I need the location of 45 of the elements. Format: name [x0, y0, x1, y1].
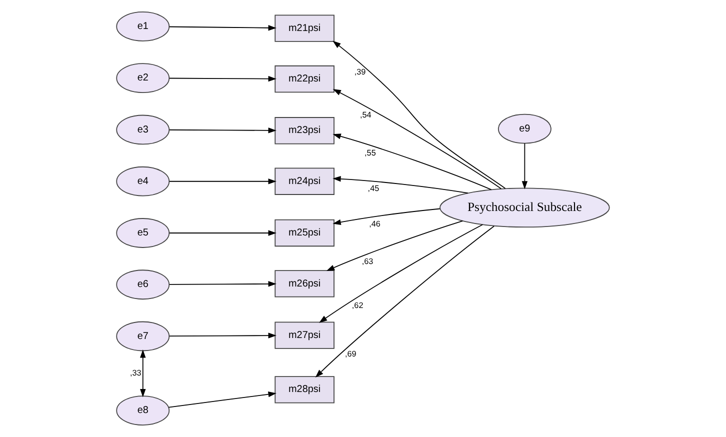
- node-box: m27psi: [274, 322, 334, 349]
- edge-label: ,33: [130, 368, 142, 378]
- node-ellipse: e9: [498, 114, 552, 144]
- edge-label: ,69: [345, 350, 356, 359]
- arrow: [169, 76, 276, 82]
- edge-label: ,54: [360, 110, 372, 120]
- node-ellipse: e5: [116, 218, 170, 248]
- arrow: [169, 178, 276, 184]
- edge-label: ,63: [362, 257, 374, 266]
- arrow: [332, 176, 468, 194]
- arrow: [169, 230, 276, 236]
- arrow: [326, 220, 464, 271]
- arrow: [169, 332, 276, 338]
- node-ellipse: e1: [116, 12, 170, 42]
- arrow: [169, 25, 276, 31]
- node-ellipse: Psychosocial Subscale: [440, 188, 610, 228]
- arrow: [319, 224, 484, 323]
- arrow: [332, 134, 492, 190]
- node-ellipse: e7: [116, 321, 170, 352]
- arrow: [140, 350, 146, 398]
- arrow: [332, 89, 502, 190]
- node-box: m28psi: [274, 376, 334, 404]
- arrow: [522, 142, 528, 190]
- edge-label: ,45: [368, 184, 380, 193]
- node-box: m25psi: [274, 219, 334, 247]
- node-ellipse: e3: [116, 114, 170, 145]
- edge-label: ,46: [369, 219, 380, 228]
- arrow: [332, 208, 440, 225]
- node-box: m26psi: [274, 270, 334, 298]
- arrow: [315, 226, 495, 378]
- node-box: m21psi: [274, 14, 334, 42]
- arrow: [332, 40, 506, 189]
- edge-label: ,39: [354, 68, 366, 77]
- node-ellipse: e6: [116, 270, 170, 300]
- node-ellipse: e4: [116, 166, 170, 196]
- node-box: m23psi: [274, 117, 334, 144]
- arrow: [168, 391, 276, 408]
- node-ellipse: e2: [116, 63, 170, 94]
- edge-label: ,55: [364, 148, 376, 158]
- node-box: m24psi: [274, 168, 334, 195]
- arrow: [169, 281, 276, 287]
- node-box: m22psi: [274, 65, 334, 93]
- arrow: [169, 128, 276, 134]
- node-ellipse: e8: [116, 396, 170, 426]
- edge-label: ,62: [352, 300, 364, 310]
